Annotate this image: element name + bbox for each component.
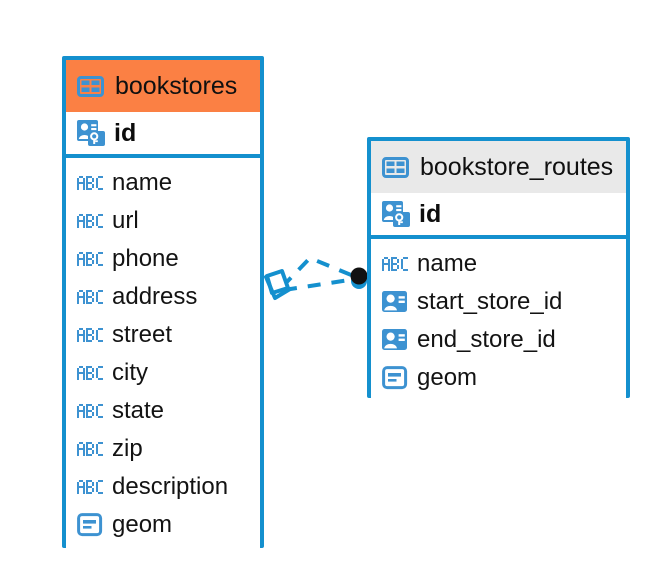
field-row-primary-key[interactable]: id [66,112,260,158]
field-label: geom [417,364,478,391]
table-grid-icon [77,75,104,97]
field-row-description[interactable]: description [66,468,260,506]
field-list-bookstores: name url [66,158,260,552]
field-label: start_store_id [417,288,563,315]
field-label: name [112,169,173,196]
field-label: phone [112,245,179,272]
field-row-address[interactable]: address [66,278,260,316]
field-row-street[interactable]: street [66,316,260,354]
field-label: address [112,283,198,310]
abc-text-icon [77,252,103,266]
foreign-key-icon [382,329,407,350]
field-list-bookstore-routes: name start_store_id [371,239,626,405]
abc-text-icon [77,176,103,190]
field-label: name [417,250,478,277]
field-row-city[interactable]: city [66,354,260,392]
relationship-line-lower [283,277,357,292]
abc-text-icon [77,442,103,456]
field-row-zip[interactable]: zip [66,430,260,468]
abc-text-icon [77,480,103,494]
field-row-start-store-id[interactable]: start_store_id [371,283,626,321]
field-row-end-store-id[interactable]: end_store_id [371,321,626,359]
field-label: zip [112,435,143,462]
foreign-key-icon [382,291,407,312]
geometry-icon [382,366,408,390]
field-row-phone[interactable]: phone [66,240,260,278]
field-label: id [419,199,442,228]
entity-header-bookstore-routes[interactable]: bookstore_routes [371,141,626,193]
field-label: city [112,359,148,386]
field-label: street [112,321,173,348]
abc-text-icon [77,366,103,380]
relationship-endpoint-circle [350,267,368,289]
abc-text-icon [77,404,103,418]
crows-foot-diamond-icon [264,269,292,300]
relationship-line-upper [280,255,357,289]
field-label: id [114,118,137,147]
field-label: end_store_id [417,326,556,353]
field-label: description [112,473,229,500]
table-grid-icon [382,156,409,178]
entity-bookstores[interactable]: bookstores id [62,56,264,552]
field-row-state[interactable]: state [66,392,260,430]
field-row-url[interactable]: url [66,202,260,240]
abc-text-icon [382,257,408,271]
primary-key-icon [77,120,105,146]
field-row-geom[interactable]: geom [66,506,260,544]
geometry-icon [77,513,103,537]
entity-header-bookstores[interactable]: bookstores [66,60,260,112]
field-label: geom [112,511,173,538]
entity-bookstore-routes[interactable]: bookstore_routes id [367,137,630,405]
field-row-name[interactable]: name [66,164,260,202]
entity-title: bookstores [115,71,238,100]
abc-text-icon [77,290,103,304]
abc-text-icon [77,214,103,228]
primary-key-icon [382,201,410,227]
field-label: url [112,207,139,234]
field-row-name[interactable]: name [371,245,626,283]
field-label: state [112,397,165,424]
field-row-primary-key[interactable]: id [371,193,626,239]
field-row-geom[interactable]: geom [371,359,626,397]
entity-title: bookstore_routes [420,152,614,181]
abc-text-icon [77,328,103,342]
